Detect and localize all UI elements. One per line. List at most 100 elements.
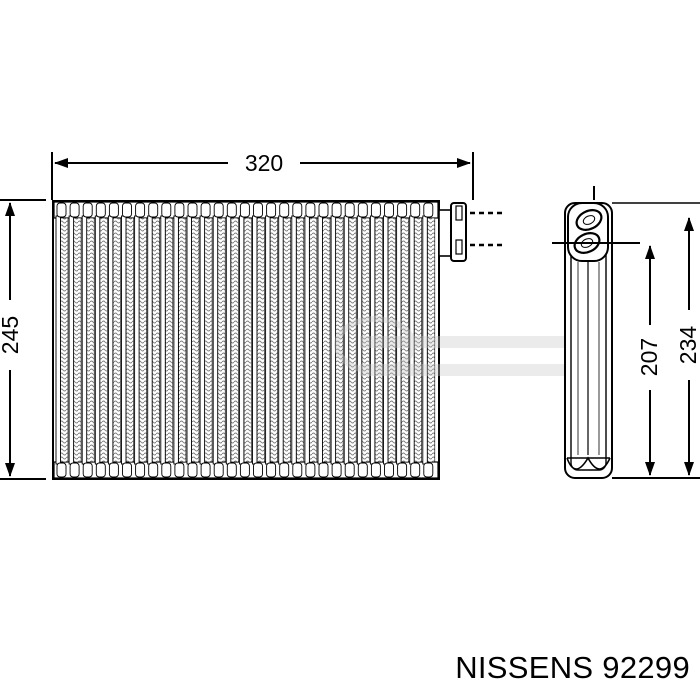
header-rib [161,202,172,218]
header-rib [370,202,381,218]
header-rib [122,462,132,478]
tube [107,215,114,465]
header-rib [69,462,80,478]
tube [147,215,153,465]
side-upper-port [575,209,603,231]
header-rib [292,202,303,218]
part-caption: NISSENS 92299 [455,650,690,685]
tube [68,215,75,465]
header-rib [226,202,237,218]
fin-column [178,217,187,463]
tube [199,215,206,465]
tube [212,215,219,465]
header-rib [174,202,185,218]
header-rib [279,202,290,218]
fin-column [282,217,292,463]
tube [225,215,232,465]
header-rib [279,462,290,478]
fin-column [165,217,174,463]
header-rib [82,202,93,218]
width-dimension-label: 320 [245,150,283,176]
tube [317,215,323,465]
header-rib [148,462,159,478]
tube [55,215,61,465]
header-rib [187,202,198,218]
header-rib [82,462,93,478]
fin-column [204,217,213,463]
header-rib [397,462,408,478]
header-rib [344,202,355,218]
fin-column [348,217,357,463]
tube-array [55,215,436,465]
header-rib [357,462,368,478]
fin-column [191,217,200,463]
fin-column [125,217,134,463]
height-dimension: 245 [0,199,46,480]
tube [94,215,101,465]
header-rib [344,462,355,478]
fin-column [99,217,108,463]
tube [173,215,179,465]
header-rib [174,462,185,478]
tube [252,215,258,465]
header-rib [213,462,224,478]
tube [304,215,310,465]
header-rib [331,202,342,218]
tube [278,215,284,465]
fin-column [295,217,305,463]
header-rib [384,202,394,218]
header-rib [95,462,106,478]
header-rib [253,462,263,478]
header-rib [423,202,434,218]
fin-column [309,217,318,463]
header-rib [69,202,80,218]
header-rib [108,202,119,218]
side-inner-dimension: 207 [636,245,662,476]
header-rib [318,202,329,218]
fin-column [256,217,265,463]
fin-column [243,217,252,463]
header-rib [187,462,198,478]
header-rib [370,462,381,478]
header-rib [226,462,237,478]
fin-column [269,217,278,463]
fin-column [73,217,82,463]
fin-column [230,217,239,463]
fin-column [112,217,121,463]
fin-column [60,217,69,463]
header-rib [95,202,106,218]
header-rib [253,202,263,218]
header-rib [357,202,368,218]
header-rib [148,202,159,218]
tube [121,215,127,465]
width-dimension: 320 [51,150,474,200]
header-rib [266,462,277,478]
fin-column [86,217,95,463]
watermark-logo [334,316,610,376]
tube [265,215,271,465]
tube [160,215,166,465]
fin-column [138,217,147,463]
tube [81,215,88,465]
header-rib [135,462,146,478]
header-rib [213,202,224,218]
header-rib [410,202,421,218]
header-rib [56,462,67,478]
side-outer-dimension: 234 [675,217,700,476]
header-rib [135,202,146,218]
tube [291,215,297,465]
header-rib [122,202,132,218]
header-rib [410,462,421,478]
header-rib [292,462,303,478]
header-rib [161,462,172,478]
header-rib [423,462,434,478]
header-rib [384,462,394,478]
fin-column [322,217,331,463]
header-rib [318,462,329,478]
header-rib [305,462,316,478]
side-view [552,186,700,479]
header-rib [239,462,250,478]
tube [343,215,350,465]
header-rib [305,202,316,218]
